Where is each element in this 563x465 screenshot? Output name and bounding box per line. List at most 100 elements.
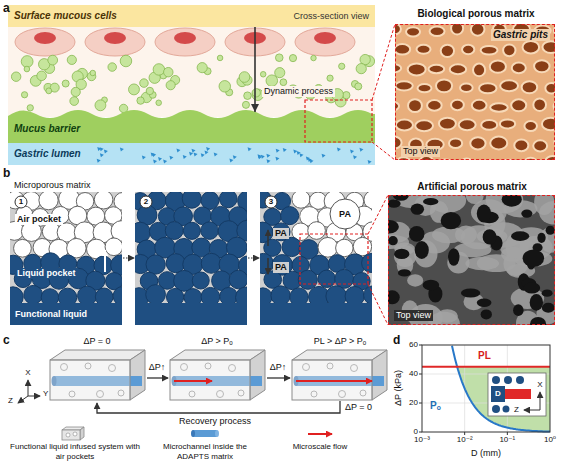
part-label: Functional liquid [15,309,87,320]
lumen-particle [266,154,270,158]
pore-wall [465,257,499,271]
gastric-pit [451,100,464,111]
mucous-cell [15,28,355,56]
gastric-pit [436,79,452,92]
lumen-particle [151,152,155,156]
mucous-cell [174,32,196,44]
lumen-particle [100,153,104,157]
gastric-pit [500,80,518,91]
mucus-granule [129,84,140,95]
lumen-particle [201,153,205,157]
mucus-granule [146,87,153,94]
part-label: Air pocket [15,214,63,225]
chart-inset [516,376,524,384]
state-label: ΔP > Pₒ [201,336,233,347]
lumen-particle [309,159,313,163]
gastric-pit [534,60,549,72]
legend-icon [80,427,84,440]
gastric-pit [462,45,474,54]
band-box: Artificial porous matrixTop view [388,195,555,325]
channel-cube [18,350,387,413]
chart-inset [504,376,512,384]
lumen-particle [359,148,363,152]
pore [481,309,492,319]
mucus-granule [280,79,287,86]
tick-label: 10⁰ [544,435,556,445]
mucous-cell [314,32,336,44]
lumen-particle [275,157,279,161]
step-number: 2 [144,197,148,207]
edge-label: Dynamic process [262,86,335,97]
lumen-particle [104,150,108,154]
chart-inset [488,373,546,416]
node-title: Surface mucous cells [14,10,117,22]
liquid-pocket [318,270,335,287]
mucus-granule [217,55,223,61]
chart-inset [492,405,500,413]
liquid-pocket [201,222,219,240]
lumen-particle [293,150,297,154]
gastric-pit [406,27,420,36]
gastric-pit [460,84,473,92]
pressure-chart [419,403,422,404]
chart-inset [524,410,540,411]
mucus-granule [153,64,165,76]
pore-wall [407,274,423,287]
mucus-granule [343,92,350,99]
channel-cube [292,350,387,400]
zoom-line [372,24,395,100]
liquid-pocket [165,222,183,240]
gastric-pit [490,137,507,150]
lumen-particle [206,147,210,151]
liquid-pocket [183,222,200,239]
pressure-chart [419,345,422,346]
mucus-granule [164,67,173,76]
pore [388,220,399,233]
zoom-line [372,142,395,160]
liquid-pocket [362,253,372,272]
pressure-arrow [267,258,269,274]
series-label: PL [478,350,491,362]
gastric-pit [490,103,508,111]
mucus-granule [311,55,316,60]
pressure-chart [464,432,465,435]
gastric-pit [439,118,456,130]
lumen-particle [299,153,303,157]
lumen-particle [192,149,196,153]
legend-icon [308,433,332,435]
mucus-granule [242,101,249,108]
step-arrow [123,257,134,258]
node-title: Gastric lumen [14,148,81,160]
process-label: Recovery process [179,416,251,427]
step-arrow [267,377,290,378]
gastric-pit [479,83,496,93]
pore [394,249,409,259]
lumen-particle [183,155,187,159]
pore [521,209,532,217]
functional-liquid [260,303,372,325]
lumen-particle [267,159,271,163]
liquid-pocket [272,223,290,241]
pore [530,294,543,311]
node-title: Biological porous matrix [417,8,534,20]
gastric-pit [481,46,498,55]
chart-inset [488,373,546,416]
tick-label: 20 [409,398,418,408]
air-pocket [94,192,113,209]
band-box: Mucus barrier [8,112,375,143]
pore [477,298,492,306]
pore-wall [534,195,554,215]
mucus-granule [355,83,362,90]
air-pocket [39,192,58,210]
step-label: ΔP↑ [149,362,166,373]
gastric-pit [408,63,426,75]
pressure-arrow [267,230,269,246]
gastric-pit [430,27,445,37]
gastric-pit [450,64,466,74]
legend-icon [191,430,195,437]
mucus-granule [260,71,266,77]
liquid-pocket [24,285,43,304]
gastric-pit [533,140,547,151]
lumen-particle [189,152,193,156]
